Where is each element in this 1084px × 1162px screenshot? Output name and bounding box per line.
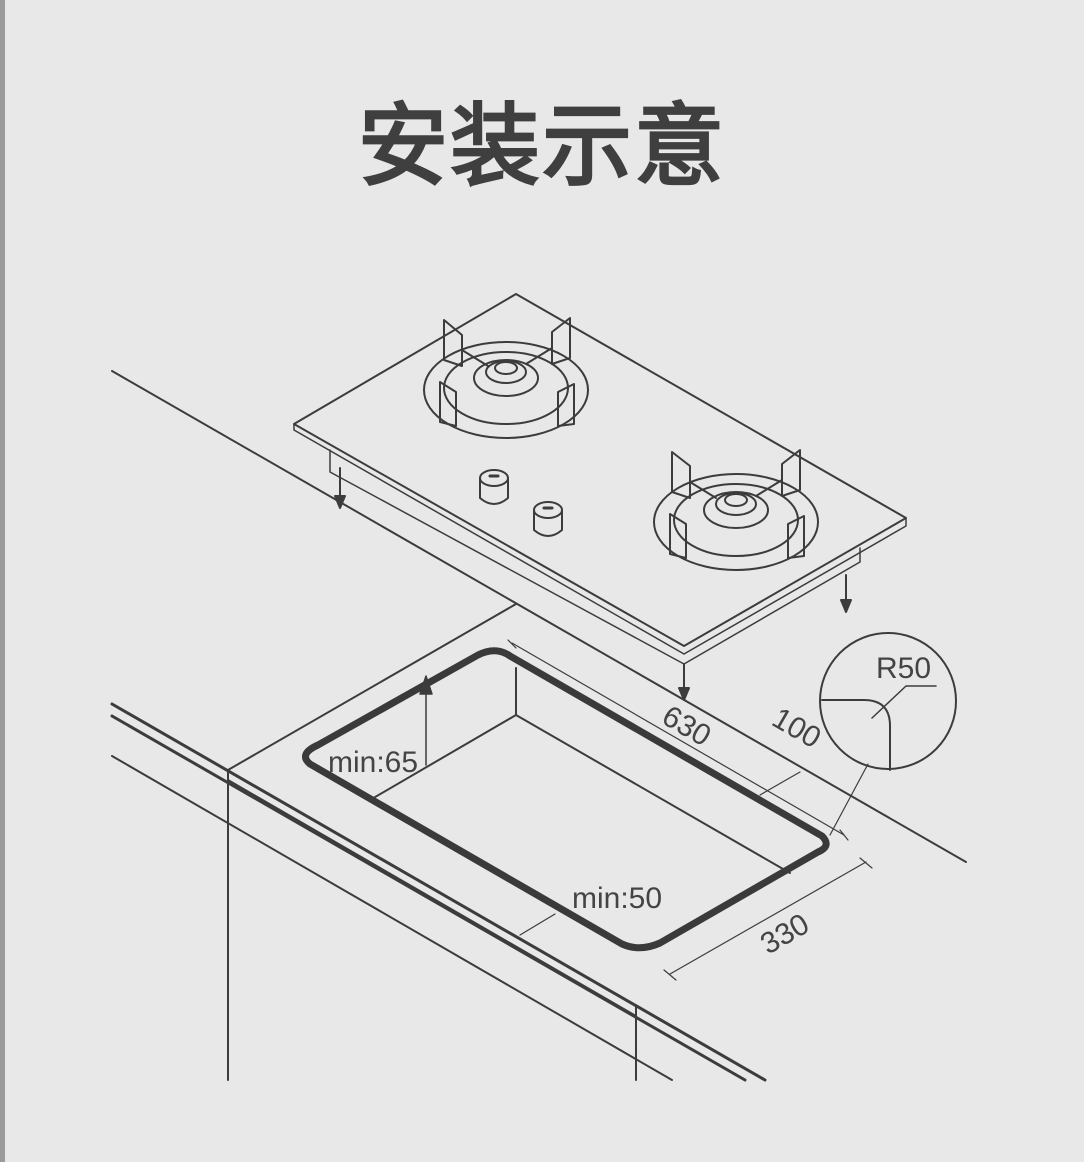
left-edge-bar	[0, 0, 5, 1162]
burner-right	[653, 449, 819, 571]
burner-left	[423, 317, 589, 439]
dimension-630	[507, 639, 849, 841]
cutout-gasket	[302, 647, 830, 952]
cutout-inner-walls	[369, 667, 791, 874]
countertop-front-edge	[110, 702, 767, 1082]
down-arrow-right-icon	[840, 574, 852, 613]
cooktop	[293, 293, 907, 701]
control-knob-right	[533, 501, 563, 537]
cooktop-glass-top	[293, 293, 907, 647]
countertop-left-edge	[227, 603, 517, 771]
label-min50: min:50	[572, 882, 662, 915]
label-r50: R50	[876, 652, 931, 685]
dimension-100	[759, 763, 869, 836]
countertop-back-edge	[111, 370, 967, 863]
dimension-min65	[419, 675, 433, 766]
down-arrow-front-icon	[678, 663, 690, 701]
radius-detail-circle	[819, 632, 957, 771]
cabinet-top-line	[227, 779, 637, 1017]
dimension-330	[663, 857, 873, 981]
cooktop-glass-edge	[293, 423, 907, 655]
dimension-min50	[519, 913, 556, 936]
down-arrow-left-icon	[334, 467, 346, 509]
label-330: 330	[755, 907, 815, 961]
page-title: 安装示意	[358, 94, 726, 199]
label-min65: min:65	[328, 746, 418, 779]
countertop-lower-edge	[111, 755, 673, 1081]
control-knob-left	[479, 469, 509, 505]
label-100: 100	[767, 701, 827, 755]
